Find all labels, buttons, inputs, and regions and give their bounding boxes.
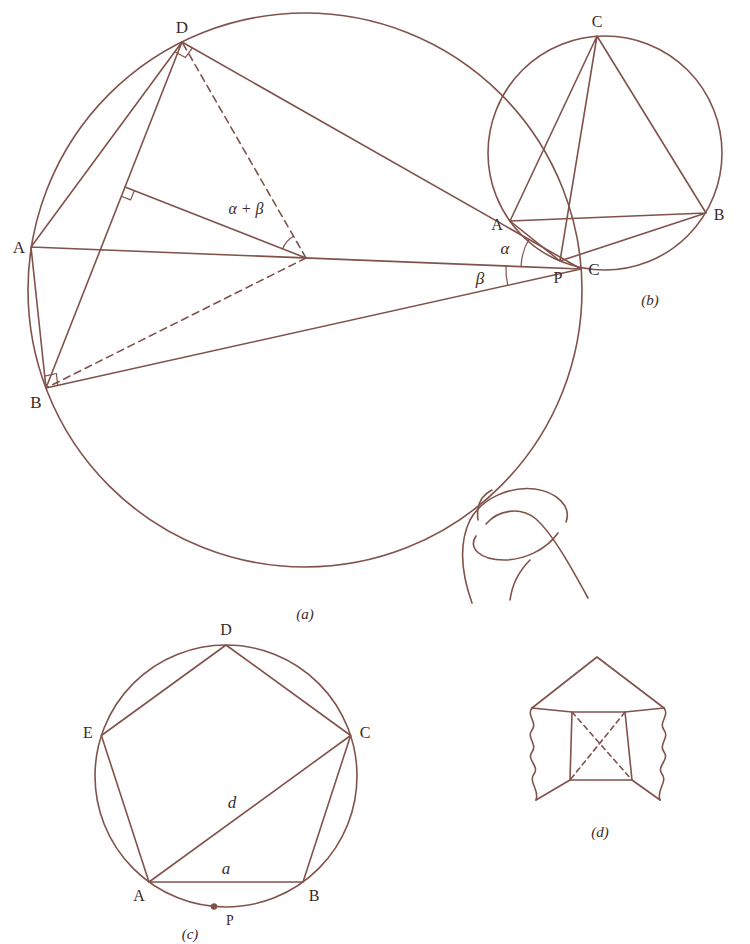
figure-a	[28, 13, 582, 567]
point-label: D	[176, 19, 188, 36]
segment-label: d	[228, 794, 237, 811]
knot-strand	[463, 489, 568, 603]
fold-lines	[536, 780, 660, 800]
angle-label: α	[501, 240, 510, 257]
trefoil-knot	[463, 489, 588, 603]
right-angle-mark	[121, 191, 134, 200]
point-label: B	[714, 207, 725, 223]
circle	[28, 13, 582, 567]
point-label: P	[226, 914, 234, 928]
angle-label: β	[476, 270, 484, 287]
angle-arc	[521, 239, 529, 266]
angle-label: α + β	[228, 201, 263, 217]
pentagon	[101, 645, 350, 882]
radius-dashed	[46, 42, 306, 388]
triangle-lines	[510, 36, 706, 261]
segment-label: a	[222, 860, 231, 877]
point-label: B	[30, 394, 41, 411]
knot-strand	[486, 511, 588, 598]
angle-arc	[283, 236, 294, 249]
figure-b	[488, 36, 722, 270]
point-label: C	[592, 14, 603, 30]
point-label: A	[13, 239, 25, 256]
angle-arc	[506, 266, 508, 285]
fold-roof	[532, 657, 664, 708]
knot-strand	[510, 560, 530, 600]
knot-strand	[478, 490, 492, 520]
point-label: D	[220, 622, 232, 638]
point-label: P	[554, 270, 563, 286]
point-label: C	[588, 261, 599, 278]
point-dot	[211, 903, 217, 909]
circle	[488, 36, 722, 270]
point-label: C	[360, 725, 371, 741]
figure-caption: (b)	[641, 293, 659, 308]
figure-c	[95, 645, 357, 910]
knot-strand	[474, 533, 558, 560]
right-angle-mark	[45, 374, 58, 386]
chords	[31, 42, 581, 388]
figure-caption: (a)	[296, 607, 314, 622]
diagonal	[149, 736, 351, 883]
torn-edge	[659, 708, 666, 800]
dashed-fold	[570, 712, 632, 780]
figure-d	[530, 657, 665, 800]
circle	[95, 645, 357, 907]
point-label: E	[83, 725, 93, 741]
figure-caption: (d)	[591, 825, 609, 840]
torn-edge	[530, 708, 537, 800]
fold-lines	[532, 708, 664, 780]
figure-caption: (c)	[182, 926, 199, 941]
right-angle-mark	[175, 48, 193, 58]
perpendicular	[125, 187, 306, 258]
point-label: A	[491, 217, 503, 233]
point-label: A	[133, 888, 145, 904]
point-label: B	[309, 888, 320, 904]
